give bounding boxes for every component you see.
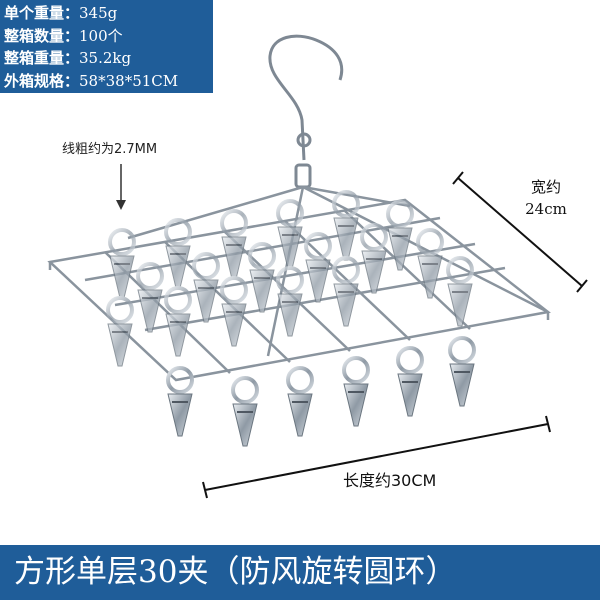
spec-label: 整箱重量：: [4, 49, 80, 67]
spec-value: 58*38*51CM: [79, 71, 179, 90]
hook-icon: [268, 34, 344, 189]
wire-thickness-note: 线粗约为2.7MM: [62, 142, 158, 157]
spec-row-quantity: 整箱数量：100个: [4, 25, 209, 48]
length-dimension-label: 长度约30CM: [343, 471, 437, 490]
spec-label: 单个重量：: [4, 4, 80, 22]
spec-row-box-size: 外箱规格：58*38*51CM: [4, 70, 209, 93]
product-title-bar: 方形单层30夹（防风旋转圆环）: [0, 545, 600, 600]
spec-label: 外箱规格：: [4, 71, 80, 90]
width-dimension-label: 宽约 24cm: [506, 176, 586, 220]
width-value: 24cm: [525, 200, 567, 218]
width-label: 宽约: [530, 178, 561, 196]
spec-value: 345g: [79, 4, 118, 22]
length-dimension-line: [202, 415, 551, 499]
spec-box: 单个重量：345g 整箱数量：100个 整箱重量：35.2kg 外箱规格：58*…: [0, 0, 213, 93]
down-arrow-icon: [116, 164, 126, 210]
product-title: 方形单层30夹（防风旋转圆环）: [14, 554, 457, 590]
width-dimension-line: [452, 171, 588, 293]
product-illustration: [47, 34, 588, 499]
spec-value: 35.2kg: [79, 49, 132, 67]
clothes-hanger-icon: [47, 185, 551, 448]
spec-row-weight: 单个重量：345g: [4, 2, 209, 25]
spec-row-box-weight: 整箱重量：35.2kg: [4, 47, 209, 70]
spec-value: 100个: [79, 26, 123, 45]
spec-label: 整箱数量：: [4, 26, 80, 45]
